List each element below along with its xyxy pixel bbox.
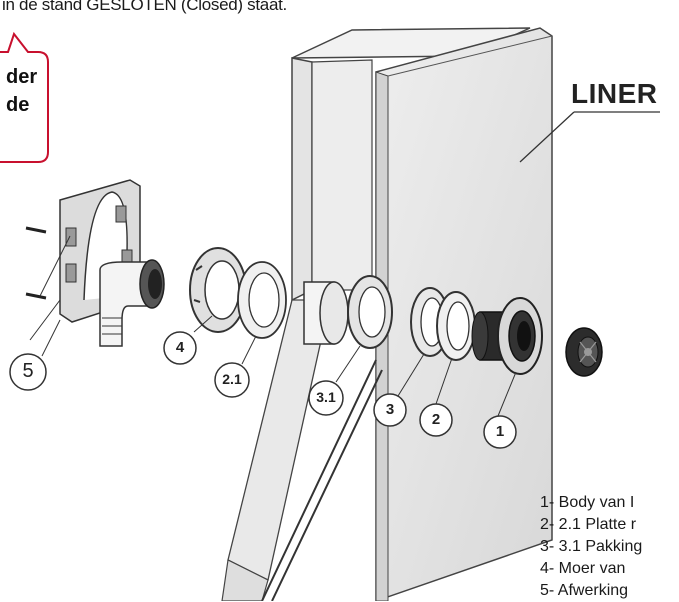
mounting-bracket-part-5 [25,179,165,347]
callout-label-2: 2 [431,411,441,428]
wall-pipe-stub [303,281,349,345]
callout-leaders [41,315,517,417]
parts-legend: 1- Body van I 2- 2.1 Platte r 3- 3.1 Pak… [540,492,679,602]
header-instruction-text: in de stand GESLOTEN (Closed) staat. [2,0,287,14]
callout-label-3: 3 [385,401,395,418]
callout-circles [9,331,517,449]
wall-panel [221,27,531,601]
body-part-1 [471,297,543,375]
callout-label-2-1: 2.1 [222,371,242,387]
inlet-cap [565,327,603,377]
callout-label-1: 1 [495,423,505,440]
gasket-part-3-1 [347,275,393,349]
flat-washer-part-2 [436,291,476,361]
note-callout-box [0,31,49,163]
legend-item-4: 4- Moer van [540,560,626,577]
callout-label-3-1: 3.1 [316,389,336,405]
liner-label: LINER [571,78,658,109]
callout-label-4: 4 [175,339,185,356]
note-text-line-2: de [6,94,30,116]
legend-item-5: 5- Afwerking [540,582,629,599]
callout-label-5: 5 [22,360,34,382]
flat-washer-part-2-1 [237,261,287,339]
liner-leader [519,111,660,163]
note-text-line-1: der [6,66,38,88]
nut-part-4 [189,247,247,333]
legend-item-2: 2- 2.1 Platte r [540,516,637,533]
legend-item-1: 1- Body van I [540,494,635,511]
legend-item-3: 3- 3.1 Pakking [540,538,643,555]
